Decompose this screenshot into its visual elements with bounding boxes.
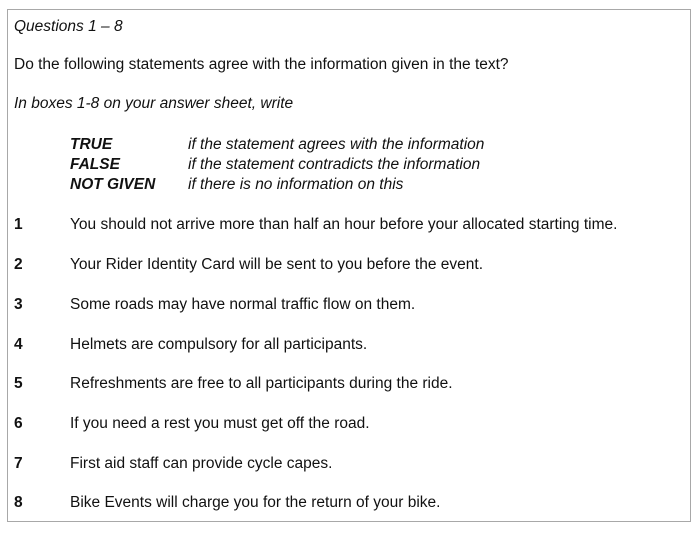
question-number: 1	[14, 216, 23, 233]
question-text: Your Rider Identity Card will be sent to…	[70, 256, 483, 273]
section-title: Questions 1 – 8	[14, 18, 123, 35]
question-number: 8	[14, 494, 23, 511]
question-text: Bike Events will charge you for the retu…	[70, 494, 441, 511]
key-label-true: TRUE	[70, 136, 113, 153]
question-text: If you need a rest you must get off the …	[70, 415, 370, 432]
question-number: 2	[14, 256, 23, 273]
question-text: Some roads may have normal traffic flow …	[70, 296, 416, 313]
instruction-text: Do the following statements agree with t…	[14, 56, 509, 73]
question-number: 4	[14, 336, 23, 353]
answer-instruction: In boxes 1-8 on your answer sheet, write	[14, 95, 294, 112]
question-number: 3	[14, 296, 23, 313]
key-desc-not-given: if there is no information on this	[188, 176, 404, 193]
question-text: Helmets are compulsory for all participa…	[70, 336, 368, 353]
key-desc-true: if the statement agrees with the informa…	[188, 136, 485, 153]
question-text: Refreshments are free to all participant…	[70, 375, 453, 392]
key-label-false: FALSE	[70, 156, 120, 173]
question-number: 7	[14, 455, 23, 472]
question-box	[7, 9, 691, 522]
question-number: 6	[14, 415, 23, 432]
key-label-not-given: NOT GIVEN	[70, 176, 156, 193]
question-text: First aid staff can provide cycle capes.	[70, 455, 333, 472]
question-text: You should not arrive more than half an …	[70, 216, 618, 233]
question-number: 5	[14, 375, 23, 392]
key-desc-false: if the statement contradicts the informa…	[188, 156, 481, 173]
